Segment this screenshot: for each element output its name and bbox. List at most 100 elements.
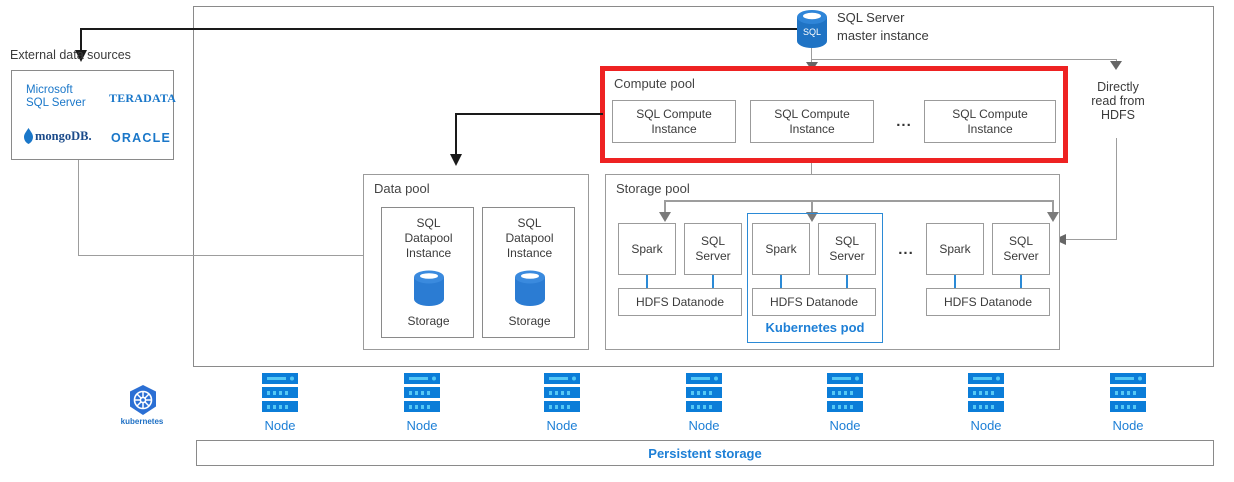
kubernetes-pod-box xyxy=(747,213,883,343)
node-4: Node xyxy=(675,372,733,433)
server-rack-icon xyxy=(1110,373,1146,412)
data-pool: Data pool SQL Datapool Instance Storage … xyxy=(363,174,589,350)
storage-bus-horizontal xyxy=(664,200,1054,202)
data-pool-title: Data pool xyxy=(374,181,430,196)
direct-read-label: Directly read from HDFS xyxy=(1078,80,1158,122)
connector-master-to-external-h xyxy=(80,28,810,30)
node-7: Node xyxy=(1099,372,1157,433)
hdfs-datanode-2: HDFS Datanode xyxy=(752,288,876,316)
connector-master-bus-v xyxy=(811,48,812,60)
node-2-label: Node xyxy=(406,418,438,433)
external-data-sources-title: External data sources xyxy=(10,48,131,62)
sql-server-box-1: SQL Server xyxy=(684,223,742,275)
sql-compute-instance-2-line2: Instance xyxy=(789,121,835,136)
node-2: Node xyxy=(393,372,451,433)
sql-compute-instance-2-line1: SQL Compute xyxy=(774,106,850,121)
direct-read-line2: read from xyxy=(1091,94,1145,108)
persistent-storage-bar: Persistent storage xyxy=(196,440,1214,466)
sql-hdfs-link-1 xyxy=(712,275,714,288)
dp1-line1: SQL xyxy=(416,216,441,230)
node-1-label: Node xyxy=(264,418,296,433)
connector-directread-left xyxy=(1062,239,1117,240)
sp1-sql-line1: SQL xyxy=(700,234,725,248)
compute-pool-ellipsis: ... xyxy=(896,113,912,130)
sql-master-instance: SQL SQL Server master instance xyxy=(795,8,1025,50)
sql-hdfs-link-2 xyxy=(846,275,848,288)
direct-read-line1: Directly xyxy=(1097,80,1139,94)
connector-master-bus-h xyxy=(811,59,1116,60)
sp2-sql-line1: SQL xyxy=(834,234,859,248)
arrowhead-to-datapool xyxy=(450,154,462,166)
arrowhead-to-external xyxy=(75,50,87,62)
storage-bus-drop-2 xyxy=(811,200,813,215)
dp2-line1: SQL xyxy=(517,216,542,230)
node-3-label: Node xyxy=(546,418,578,433)
hdfs-datanode-3: HDFS Datanode xyxy=(926,288,1050,316)
direct-read-line3: HDFS xyxy=(1100,108,1136,122)
server-rack-icon xyxy=(262,373,298,412)
external-data-sources-box: Microsoft SQL Server TERADATA mongoDB. O… xyxy=(11,70,177,160)
sp3-sql-line2: Server xyxy=(1003,249,1039,263)
ms-logo-line2: SQL Server xyxy=(26,97,86,109)
sql-compute-instance-1-line1: SQL Compute xyxy=(636,106,712,121)
dp1-storage-label: Storage xyxy=(407,314,450,328)
spark-hdfs-link-3 xyxy=(954,275,956,288)
sql-compute-instance-3: SQL Compute Instance xyxy=(924,100,1056,143)
microsoft-sql-server-logo: Microsoft SQL Server xyxy=(26,84,86,110)
kubernetes-logo-label: kubernetes xyxy=(120,417,164,426)
arrowhead-direct-read xyxy=(1110,61,1122,70)
storage-bus-drop-1 xyxy=(664,200,666,215)
compute-pool: Compute pool SQL Compute Instance SQL Co… xyxy=(603,69,1065,160)
sql-master-label-line2: master instance xyxy=(837,28,929,43)
sql-hdfs-link-3 xyxy=(1020,275,1022,288)
storage-cylinder-icon xyxy=(515,270,545,306)
connector-compute-to-datapool-h xyxy=(455,113,603,115)
mongodb-leaf-icon xyxy=(24,128,33,144)
node-1: Node xyxy=(251,372,309,433)
arrowhead-directread-into-storage xyxy=(1054,234,1066,245)
dp2-line2: Datapool xyxy=(505,231,554,245)
server-rack-icon xyxy=(827,373,863,412)
spark-box-2: Spark xyxy=(752,223,810,275)
kubernetes-logo: kubernetes xyxy=(113,384,171,434)
mongodb-logo: mongoDB. xyxy=(24,128,92,144)
node-6: Node xyxy=(957,372,1015,433)
dp1-line2: Datapool xyxy=(404,231,453,245)
node-4-label: Node xyxy=(688,418,720,433)
sql-datapool-instance-2-text: SQL Datapool Instance xyxy=(483,216,576,261)
sql-server-box-3: SQL Server xyxy=(992,223,1050,275)
kubernetes-helm-icon xyxy=(130,385,156,415)
spark-hdfs-link-1 xyxy=(646,275,648,288)
storage-pool-ellipsis: ... xyxy=(898,240,914,258)
spark-hdfs-link-2 xyxy=(780,275,782,288)
mongodb-logo-text: mongoDB. xyxy=(35,128,92,143)
sql-datapool-instance-1: SQL Datapool Instance Storage xyxy=(381,207,474,338)
oracle-logo: ORACLE xyxy=(111,131,171,145)
connector-compute-to-datapool-v xyxy=(455,113,457,159)
node-3: Node xyxy=(533,372,591,433)
server-rack-icon xyxy=(968,373,1004,412)
persistent-storage-label: Persistent storage xyxy=(648,445,762,461)
spark-box-1: Spark xyxy=(618,223,676,275)
kubernetes-pod-label: Kubernetes pod xyxy=(765,320,865,335)
sql-database-cylinder-icon: SQL xyxy=(797,10,827,48)
sql-master-label-line1: SQL Server xyxy=(837,10,905,25)
dp2-storage-label: Storage xyxy=(508,314,551,328)
server-rack-icon xyxy=(686,373,722,412)
storage-bus-drop-3 xyxy=(1052,200,1054,215)
storage-pool-title: Storage pool xyxy=(616,181,690,196)
node-5-label: Node xyxy=(829,418,861,433)
server-rack-icon xyxy=(404,373,440,412)
node-6-label: Node xyxy=(970,418,1002,433)
sql-datapool-instance-1-text: SQL Datapool Instance xyxy=(382,216,475,261)
sql-compute-instance-3-line1: SQL Compute xyxy=(952,106,1028,121)
sql-datapool-instance-2: SQL Datapool Instance Storage xyxy=(482,207,575,338)
sp2-sql-line2: Server xyxy=(829,249,865,263)
teradata-logo: TERADATA xyxy=(109,91,177,105)
connector-external-to-datapool xyxy=(78,255,363,256)
dp1-line3: Instance xyxy=(405,246,452,260)
connector-directread-down xyxy=(1116,138,1117,239)
spark-box-3: Spark xyxy=(926,223,984,275)
hdfs-datanode-1: HDFS Datanode xyxy=(618,288,742,316)
connector-master-to-external-v xyxy=(80,28,82,56)
